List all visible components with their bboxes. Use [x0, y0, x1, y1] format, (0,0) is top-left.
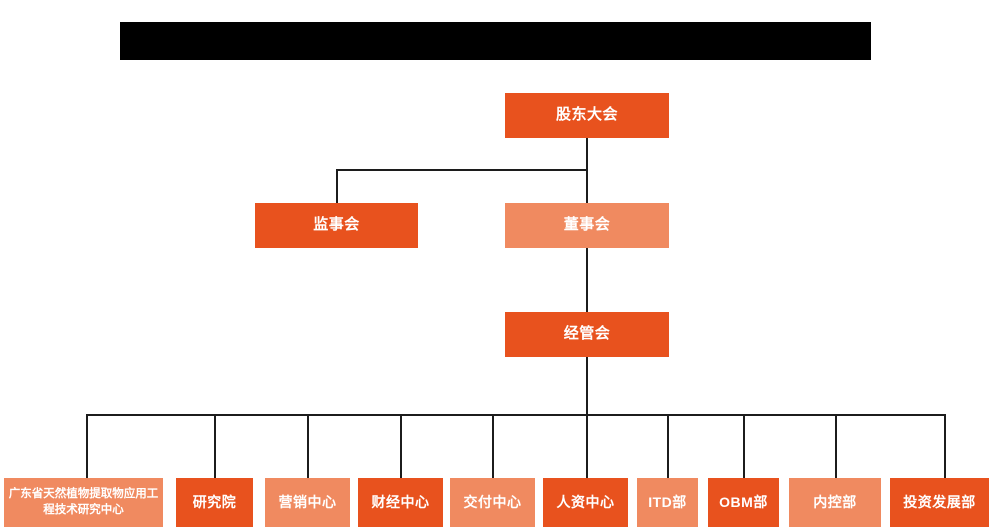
node-marketing-center-label: 营销中心: [278, 493, 337, 510]
node-obm-dept[interactable]: OBM部: [708, 478, 779, 527]
connector-drop-board: [586, 169, 588, 204]
node-management-label: 经管会: [563, 325, 611, 343]
node-board-label: 董事会: [563, 216, 611, 234]
node-shareholders[interactable]: 股东大会: [505, 93, 669, 138]
node-delivery-center[interactable]: 交付中心: [450, 478, 535, 527]
connector-management-down: [586, 357, 588, 416]
node-finance-center-label: 财经中心: [371, 493, 430, 510]
connector-board-to-management: [586, 245, 588, 313]
node-investment-dev-dept-label: 投资发展部: [903, 493, 976, 510]
node-shareholders-label: 股东大会: [555, 106, 618, 124]
connector-shareholders-bus: [336, 169, 588, 171]
connector-drop-supervisors: [336, 169, 338, 204]
connector-drop-marketing-center: [307, 414, 309, 478]
node-internal-control-dept-label: 内控部: [813, 493, 857, 510]
node-board[interactable]: 董事会: [505, 203, 669, 248]
node-hr-center-label: 人资中心: [556, 493, 615, 510]
node-supervisors-label: 监事会: [313, 216, 360, 234]
connector-drop-finance-center: [400, 414, 402, 478]
connector-shareholders-down: [586, 138, 588, 171]
node-finance-center[interactable]: 财经中心: [358, 478, 443, 527]
node-delivery-center-label: 交付中心: [463, 493, 522, 510]
node-obm-dept-label: OBM部: [719, 493, 768, 510]
connector-drop-delivery-center: [492, 414, 494, 478]
node-itd-dept-label: ITD部: [648, 493, 687, 510]
connector-drop-research-institute: [214, 414, 216, 478]
node-supervisors[interactable]: 监事会: [255, 203, 418, 248]
connector-bottom-bus: [86, 414, 945, 416]
node-eng-center[interactable]: 广东省天然植物提取物应用工程技术研究中心: [4, 478, 163, 527]
node-marketing-center[interactable]: 营销中心: [265, 478, 350, 527]
connector-drop-itd-dept: [667, 414, 669, 478]
node-itd-dept[interactable]: ITD部: [637, 478, 698, 527]
node-research-institute-label: 研究院: [192, 493, 237, 510]
node-hr-center[interactable]: 人资中心: [543, 478, 628, 527]
node-investment-dev-dept[interactable]: 投资发展部: [890, 478, 989, 527]
node-management[interactable]: 经管会: [505, 312, 669, 357]
redacted-title-bar: [120, 22, 871, 60]
connector-drop-investment-dev-dept: [944, 414, 946, 478]
connector-drop-internal-control-dept: [835, 414, 837, 478]
node-internal-control-dept[interactable]: 内控部: [789, 478, 881, 527]
connector-drop-hr-center: [586, 414, 588, 478]
node-eng-center-label: 广东省天然植物提取物应用工程技术研究中心: [8, 487, 159, 516]
connector-drop-eng-center: [86, 414, 88, 478]
connector-drop-obm-dept: [743, 414, 745, 478]
node-research-institute[interactable]: 研究院: [176, 478, 253, 527]
